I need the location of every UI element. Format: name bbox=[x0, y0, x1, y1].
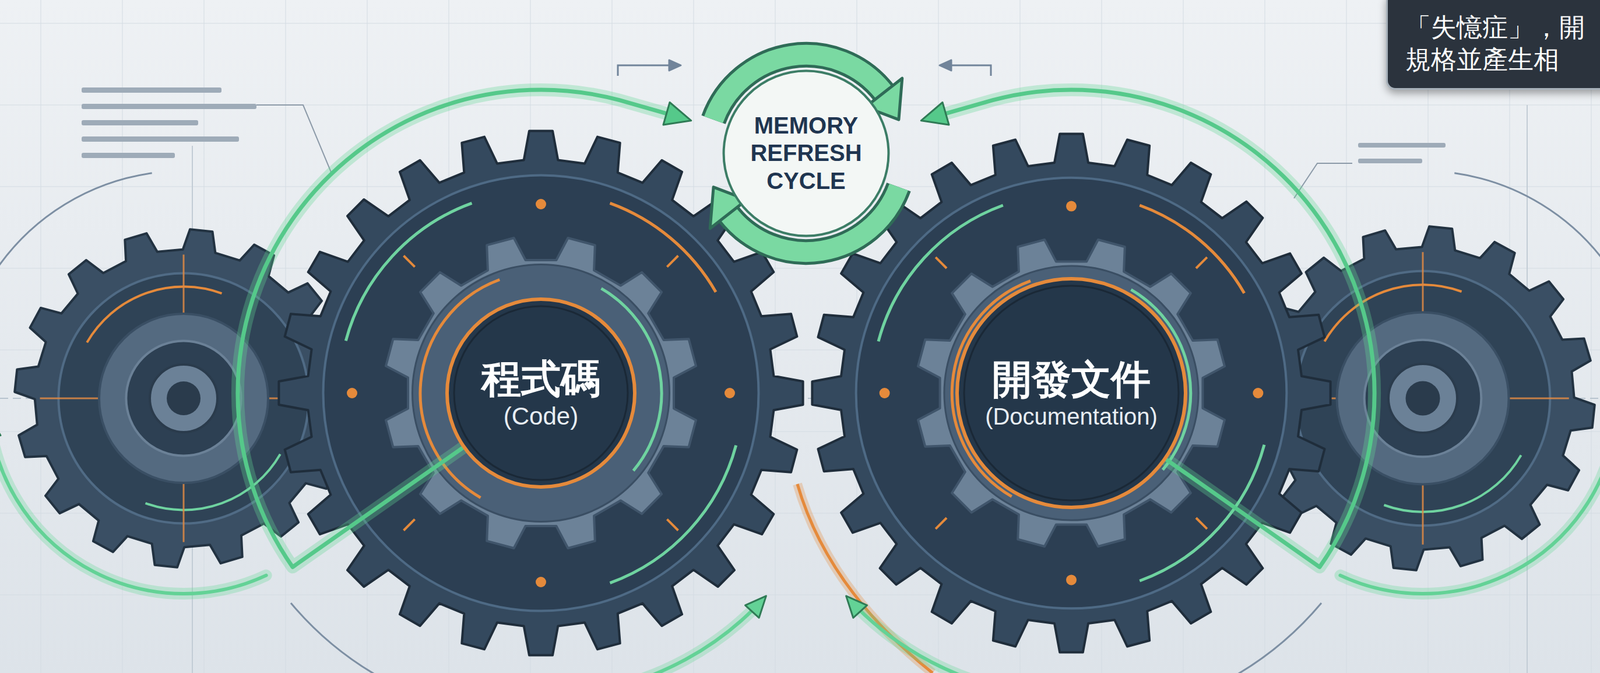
node-subtitle: (Documentation) bbox=[985, 402, 1158, 431]
grid-line bbox=[0, 594, 1600, 596]
glow-arc bbox=[603, 607, 756, 673]
gear-tick bbox=[666, 518, 678, 530]
thin-arc bbox=[1454, 173, 1600, 269]
glow-arc bbox=[856, 607, 1019, 673]
gear-ring bbox=[323, 175, 759, 611]
placeholder-bar bbox=[81, 103, 257, 109]
arrow-head bbox=[939, 60, 952, 71]
flow-arc bbox=[856, 607, 1019, 673]
gear-hub bbox=[125, 340, 241, 456]
connector-line bbox=[237, 89, 672, 567]
connector-glow bbox=[237, 89, 672, 567]
gear-tick bbox=[1196, 257, 1208, 269]
node-title: 程式碼 bbox=[481, 354, 601, 402]
inner-gear bbox=[385, 237, 696, 548]
gear-tick bbox=[403, 255, 416, 267]
glow-arc bbox=[0, 431, 267, 594]
gear-hub bbox=[1388, 363, 1458, 433]
connector-glow bbox=[940, 89, 1375, 567]
gear-hub bbox=[149, 364, 218, 432]
connector-line bbox=[940, 89, 1375, 567]
cycle-center bbox=[723, 71, 889, 237]
placeholder-bar bbox=[1358, 142, 1446, 148]
flow-connector bbox=[237, 89, 692, 567]
gear-dot bbox=[346, 387, 358, 399]
gear-dot bbox=[1252, 387, 1264, 399]
node-subtitle: (Code) bbox=[503, 401, 579, 431]
gear-tick bbox=[403, 518, 416, 530]
hub-disc bbox=[447, 299, 635, 487]
gear-dot bbox=[535, 576, 547, 587]
flow-arc bbox=[603, 607, 756, 673]
gear-tick bbox=[1196, 517, 1208, 529]
gear-hub-node: 開發文件(Documentation) bbox=[954, 276, 1188, 510]
cycle-node: MEMORY REFRESH CYCLE bbox=[686, 33, 926, 273]
gear-tick bbox=[935, 257, 947, 269]
gear-tick bbox=[935, 517, 947, 529]
glow-arc bbox=[1340, 431, 1600, 594]
callout-box: 「失憶症」，開 規格並產生相 bbox=[1386, 0, 1600, 90]
flow-connector bbox=[920, 89, 1375, 567]
big-gear bbox=[278, 130, 803, 655]
arrow-head bbox=[920, 102, 949, 126]
gear-dot bbox=[1066, 574, 1077, 585]
gear-dot bbox=[535, 198, 547, 210]
gear-ring bbox=[412, 264, 670, 522]
placeholder-bar bbox=[1358, 158, 1423, 164]
gear-dot bbox=[879, 387, 891, 399]
placeholder-bar bbox=[81, 136, 239, 142]
gear-accent bbox=[1139, 205, 1245, 294]
arrow-head bbox=[846, 595, 868, 618]
hub-ring bbox=[964, 285, 1179, 501]
node-title: MEMORY REFRESH CYCLE bbox=[736, 111, 877, 195]
node-title: 開發文件 bbox=[992, 355, 1151, 403]
arrow-head bbox=[745, 595, 767, 618]
grid-line bbox=[1591, 0, 1592, 673]
placeholder-bar bbox=[81, 152, 175, 158]
hub-disc bbox=[957, 278, 1186, 508]
thin-arrow bbox=[617, 65, 671, 76]
arrow-head bbox=[0, 415, 1, 438]
gear-ring bbox=[856, 177, 1287, 609]
arrow-head bbox=[663, 102, 692, 126]
gear-dot bbox=[1066, 201, 1077, 212]
grid-line bbox=[0, 23, 1600, 24]
gear-tick bbox=[666, 255, 678, 267]
placeholder-bar bbox=[81, 87, 222, 93]
gear-hub bbox=[166, 381, 201, 416]
thin-arrow bbox=[950, 65, 991, 76]
gear-dot bbox=[724, 387, 736, 399]
gear-accent bbox=[610, 202, 717, 292]
flow-arc bbox=[1340, 431, 1600, 594]
gear-hub-node: 程式碼(Code) bbox=[444, 296, 638, 490]
gear-hub bbox=[1405, 381, 1441, 416]
hub-ring bbox=[454, 306, 628, 480]
inner-gear bbox=[918, 239, 1225, 547]
node-title: 「失憶症」，開 規格並產生相 bbox=[1405, 11, 1598, 76]
gear-ring bbox=[944, 265, 1199, 520]
gear-hub bbox=[1364, 339, 1482, 457]
placeholder-bar bbox=[81, 120, 199, 126]
flow-arc bbox=[0, 431, 267, 594]
arrow-head bbox=[669, 60, 681, 71]
leader-line bbox=[256, 104, 333, 175]
